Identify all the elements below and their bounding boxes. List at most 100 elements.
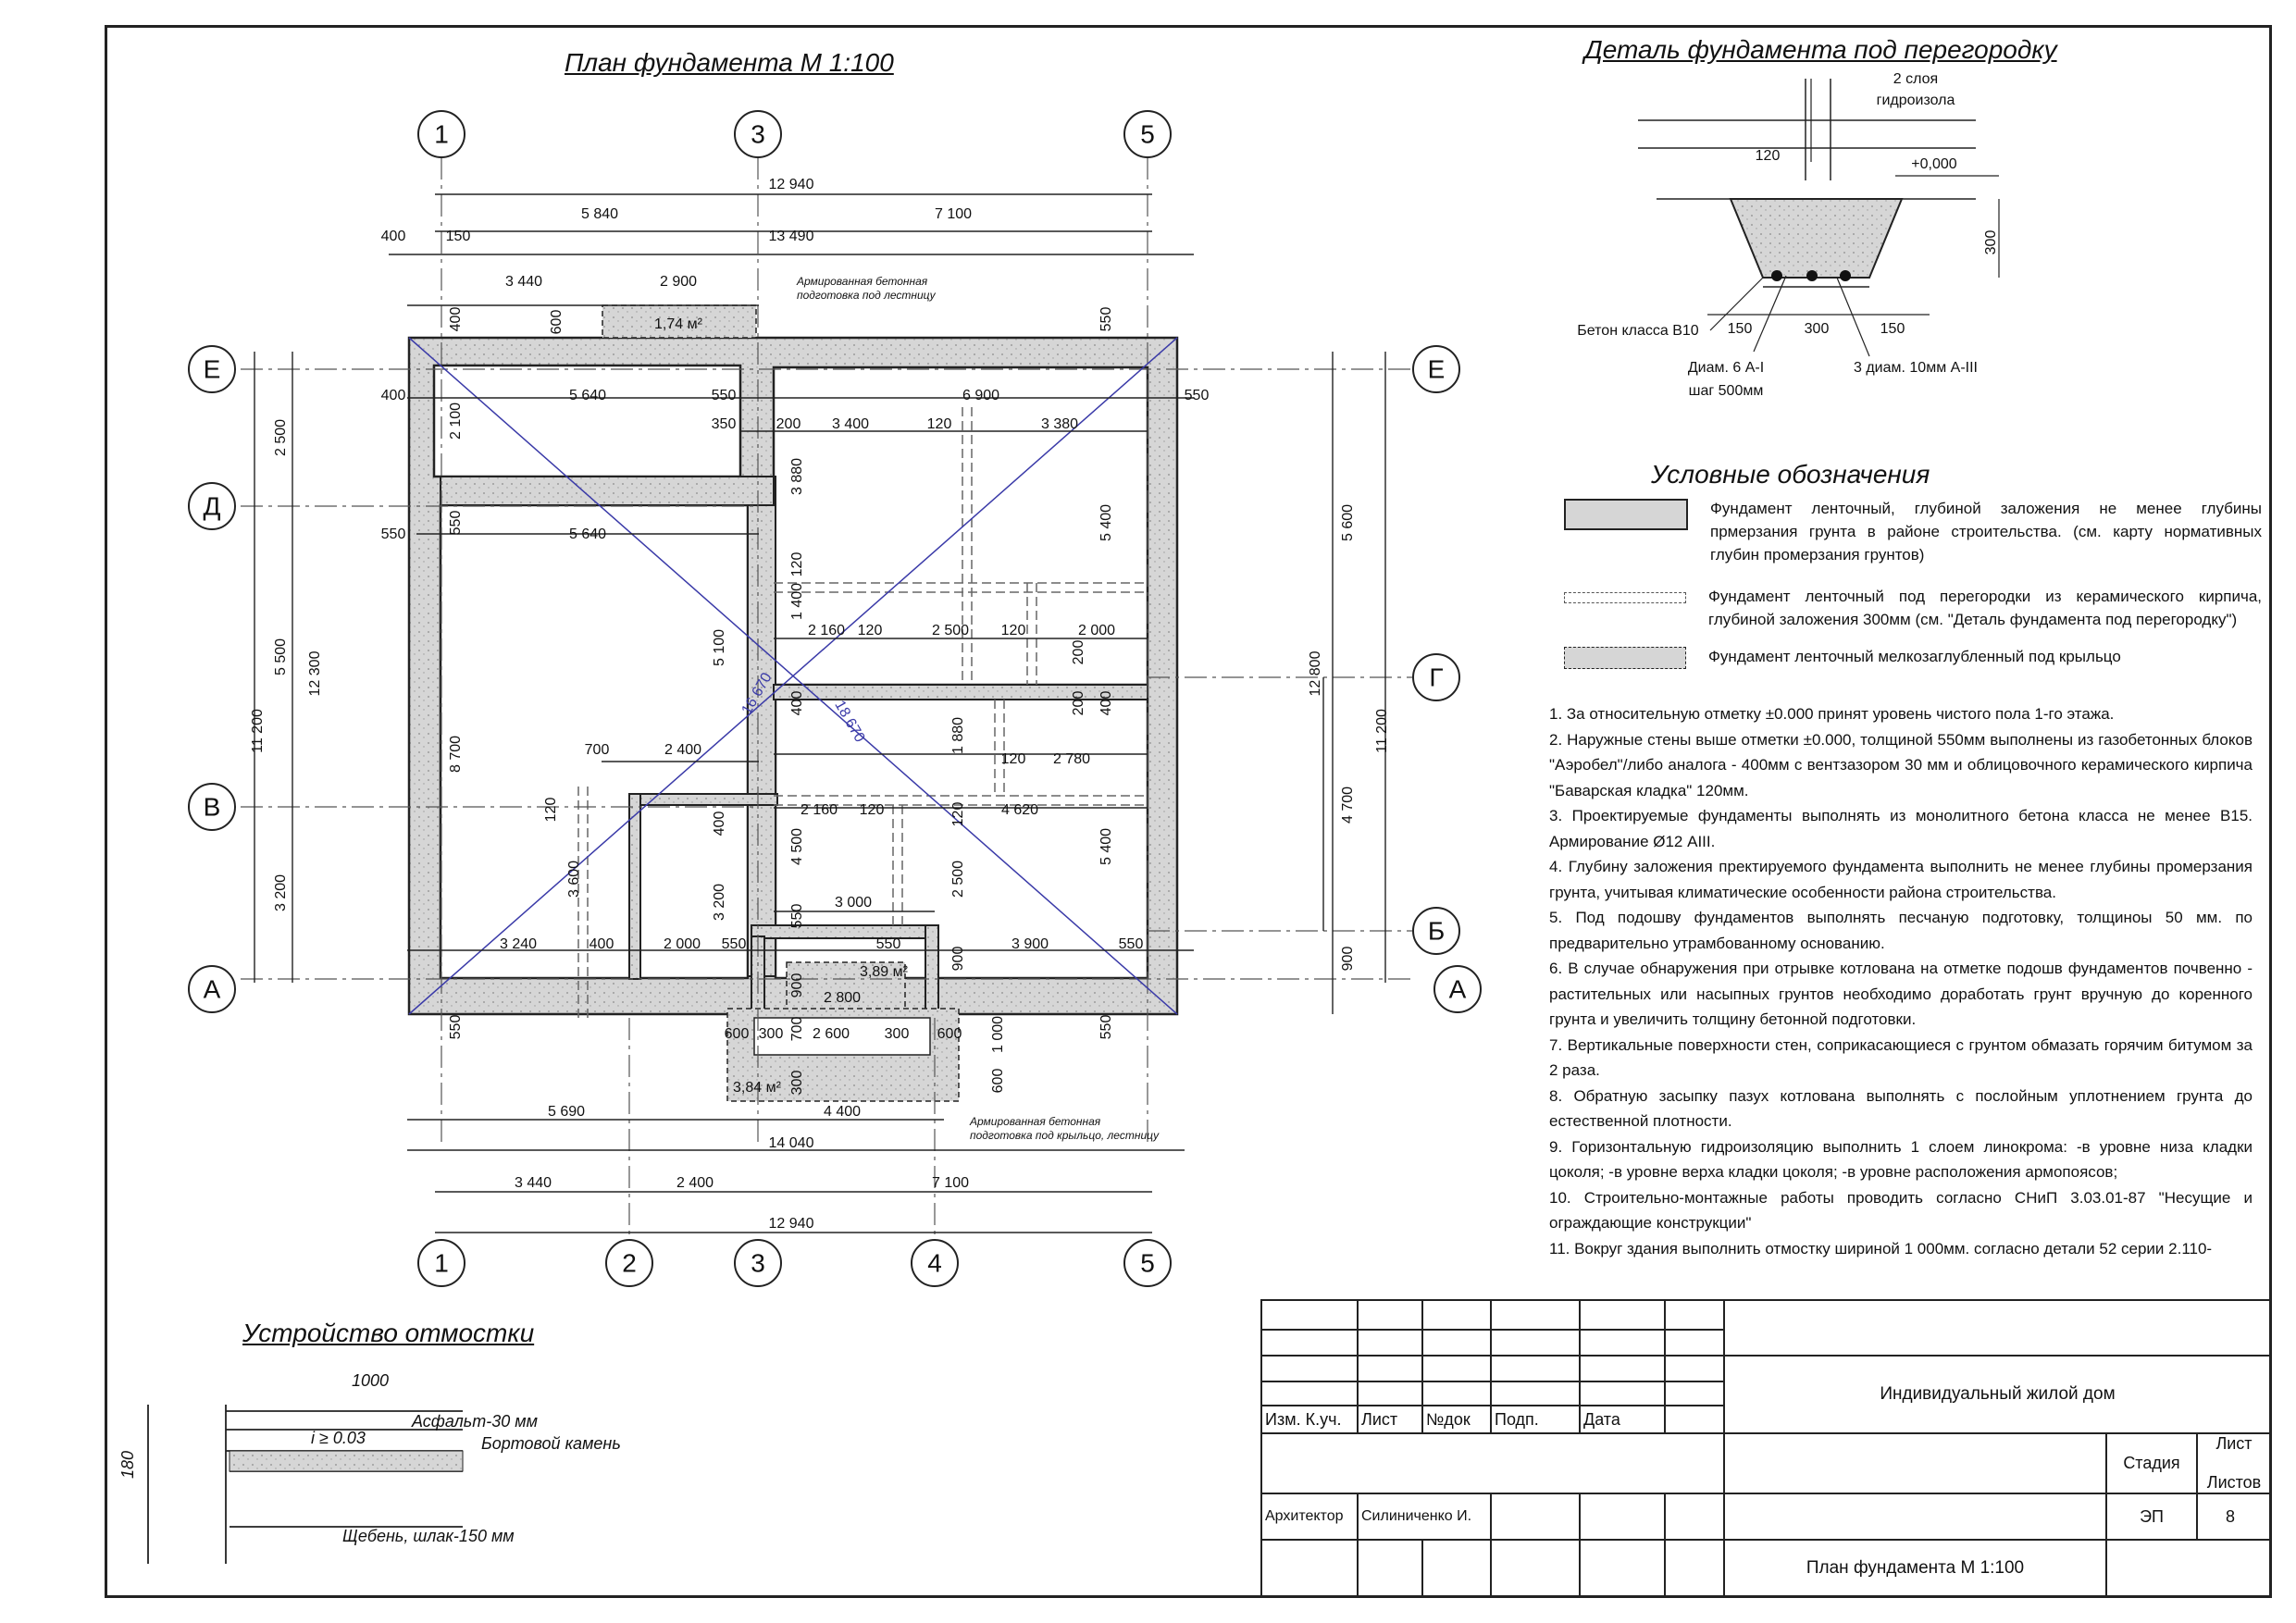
dim-text: 5 400	[1098, 828, 1114, 865]
dim-text: 200	[776, 416, 801, 432]
dim-text: 5 100	[712, 629, 727, 666]
dim-text: 120	[950, 802, 966, 827]
strip-foundation	[773, 684, 1148, 700]
legend-swatch-foundation	[1564, 499, 1688, 530]
dim-text: 120	[858, 623, 883, 638]
legend-item-3: Фундамент ленточный мелкозаглубленный по…	[1564, 645, 2262, 669]
tb-stage: ЭП	[2105, 1493, 2198, 1541]
otmostka-text: Асфальт-30 мм	[411, 1412, 538, 1431]
dim-text: 12 940	[769, 1216, 814, 1232]
legend-item-2: Фундамент ленточный под перегородки из к…	[1564, 585, 2262, 631]
note-11: 11. Вокруг здания выполнить отмостку шир…	[1549, 1239, 2213, 1258]
dim-text: 3 240	[500, 936, 537, 952]
dim-text: 550	[876, 936, 901, 952]
dim-text: 5 600	[1340, 504, 1356, 541]
dim-text: 550	[448, 1015, 464, 1040]
dim-text: 600	[937, 1026, 962, 1042]
dim-text: 14 040	[769, 1135, 814, 1151]
project-name: Индивидуальный жилой дом	[1723, 1355, 2272, 1434]
tb-role: Архитектор	[1260, 1493, 1359, 1541]
sheet-frame	[105, 25, 2272, 1598]
dim-text: 2 000	[664, 936, 701, 952]
dim-text: 600	[990, 1069, 1006, 1094]
dim-text: 550	[1098, 1015, 1114, 1040]
note-2: 2. Наружные стены выше отметки ±0.000, т…	[1549, 730, 2253, 799]
dim-text: 5 640	[569, 388, 606, 403]
dim-text: 2 400	[676, 1175, 714, 1191]
axis-label-left-e: Е	[204, 355, 221, 384]
axis-label-bottom-2: 2	[622, 1249, 637, 1278]
dimension-texts: 12 940 5 840 7 100 400 150 13 490 3 440 …	[381, 177, 1210, 1232]
otmostka-text: Бортовой камень	[481, 1434, 621, 1453]
note-8: 8. Обратную засыпку пазух котлована выпо…	[1549, 1086, 2253, 1131]
detail-title: Деталь фундамента под перегородку	[1584, 35, 2057, 64]
dim-text: 2 100	[448, 403, 464, 440]
dim-text: 550	[722, 936, 747, 952]
strip-foundation	[628, 793, 778, 806]
tb-izm: Изм. К.уч.	[1260, 1405, 1359, 1434]
axis-label-left-a: А	[204, 975, 221, 1004]
dim-text: 4 620	[1001, 802, 1038, 818]
dim-text: 5 840	[581, 206, 618, 222]
dim-text: 1 880	[950, 717, 966, 754]
detail-concrete	[1729, 198, 1904, 279]
tb-list: Лист	[1357, 1405, 1423, 1434]
notes-block: 1. За относительную отметку ±0.000 приня…	[1549, 701, 2253, 1261]
stair-note: подготовка под лестницу	[797, 289, 937, 302]
dim-text: 120	[1001, 623, 1026, 638]
porch-note: подготовка под крыльцо, лестницу	[970, 1129, 1160, 1142]
dim-text: 700	[585, 742, 610, 758]
strip-foundation	[747, 476, 776, 977]
axis-lines	[241, 157, 1416, 1235]
dim-text: 400	[381, 388, 406, 403]
note-7: 7. Вертикальные поверхности стен, соприк…	[1549, 1035, 2253, 1080]
dim-text: 400	[381, 229, 406, 244]
dim-text: 3 440	[505, 274, 542, 290]
tb-sheet-title: План фундамента М 1:100	[1723, 1539, 2107, 1598]
tb-sheet: 8	[2196, 1493, 2272, 1541]
dim-text: 12 800	[1308, 650, 1323, 696]
strip-foundation	[751, 924, 937, 939]
legend-swatch-porch	[1564, 647, 1686, 669]
dim-text: 900	[950, 947, 966, 972]
detail-text: 2 слоя	[1893, 71, 1938, 87]
otmostka-text: 180	[118, 1451, 137, 1479]
partition-foundations	[577, 407, 1148, 1018]
axis-label-right-a: А	[1449, 975, 1467, 1004]
dim-text: 550	[789, 904, 805, 929]
porch-note: Армированная бетонная	[969, 1115, 1101, 1128]
detail-text: 150	[1880, 321, 1905, 337]
diag-text: 18 670	[831, 698, 867, 745]
otmostka-text: Щебень, шлак-150 мм	[342, 1527, 515, 1545]
tb-ndok: №док	[1421, 1405, 1492, 1434]
dim-text: 300	[759, 1026, 784, 1042]
dim-text: 550	[712, 388, 737, 403]
legend-item-1: Фундамент ленточный, глубиной заложения …	[1564, 497, 2262, 566]
strip-foundation	[925, 924, 939, 1019]
dim-text: 200	[1071, 691, 1086, 716]
detail-text: Диам. 6 А-I	[1688, 360, 1764, 376]
dim-text: 3 440	[515, 1175, 552, 1191]
dim-text: 5 400	[1098, 504, 1114, 541]
otmostka-layer	[229, 1450, 464, 1472]
dim-text: 3,84 м²	[733, 1080, 782, 1096]
dim-text: 3 880	[789, 458, 805, 495]
detail-text: 300	[1983, 230, 1999, 255]
legend-text-2: Фундамент ленточный под перегородки из к…	[1708, 588, 2262, 628]
axis-label-right-b: Б	[1428, 917, 1445, 946]
dim-text: 1,74 м²	[654, 316, 703, 332]
dim-text: 3 900	[1011, 936, 1049, 952]
dim-text: 4 400	[824, 1104, 861, 1120]
tb-sheet-h: ЛистЛистов	[2196, 1432, 2272, 1494]
dim-text: 550	[1185, 388, 1210, 403]
axis-label-bottom-5: 5	[1140, 1249, 1155, 1278]
dim-text: 900	[789, 973, 805, 998]
dim-text: 8 700	[448, 736, 464, 773]
legend-swatch-partition	[1564, 592, 1686, 603]
dim-text: 11 200	[1374, 709, 1390, 753]
dim-text: 11 200	[250, 709, 266, 753]
detail-text: 120	[1756, 148, 1781, 164]
axis-label-right-e: Е	[1428, 355, 1446, 384]
